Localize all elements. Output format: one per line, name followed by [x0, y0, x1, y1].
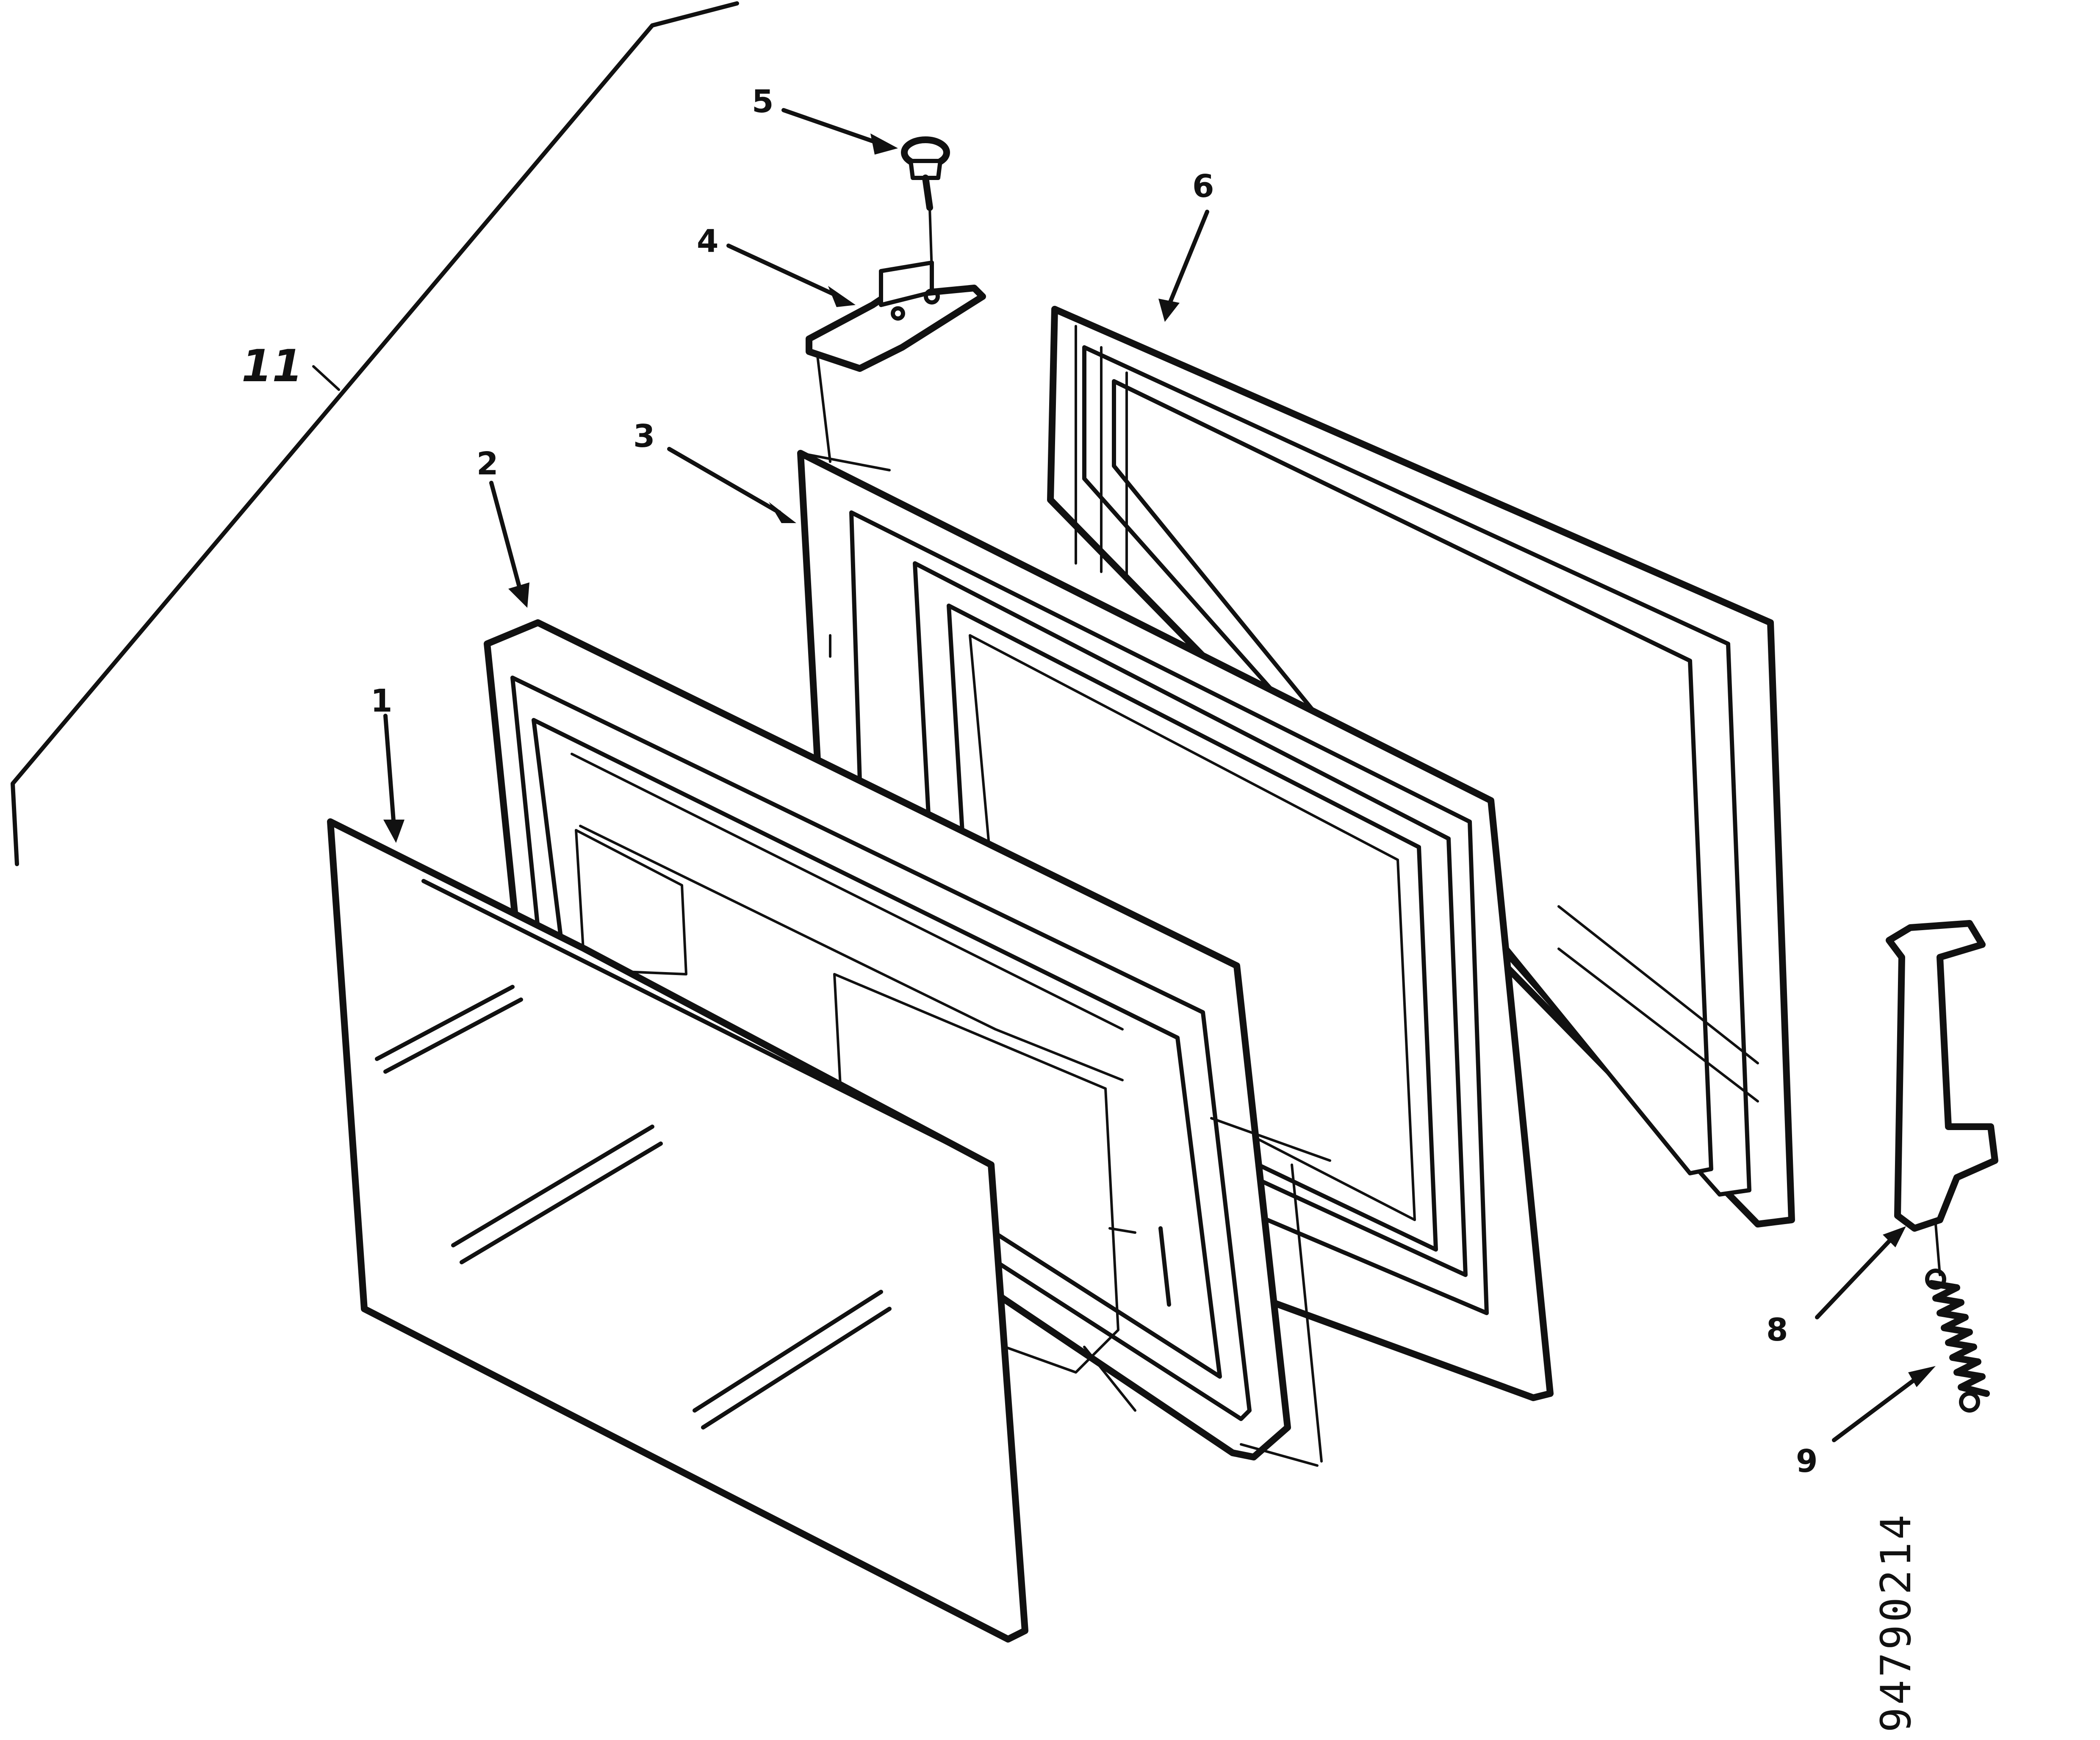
leader-2 [489, 481, 529, 608]
callout-6: 6 [1192, 168, 1214, 205]
part-9-spring [1925, 1269, 1990, 1413]
document-number: 94790214 [1872, 1512, 1920, 1732]
callout-1: 1 [371, 683, 393, 719]
callout-8: 8 [1766, 1312, 1788, 1348]
leader-9 [1832, 1366, 1936, 1442]
leader-1 [383, 714, 404, 843]
callout-4: 4 [697, 223, 719, 260]
callout-labels: 1 2 3 4 5 6 8 9 11 [241, 83, 1818, 1480]
part-5-screw [901, 136, 950, 272]
part-4-hinge [806, 260, 986, 463]
part-1-glass-panel [327, 818, 1028, 1643]
leader-8 [1815, 1226, 1906, 1319]
leader-5 [781, 108, 898, 155]
leader-4 [726, 244, 856, 307]
leader-6 [1158, 210, 1209, 322]
callout-3: 3 [633, 418, 655, 454]
leader-lines [383, 108, 1936, 1442]
glass-reflection [375, 985, 892, 1430]
callout-2: 2 [477, 446, 499, 482]
callout-5: 5 [752, 83, 774, 120]
callout-9: 9 [1796, 1443, 1818, 1480]
callout-11: 11 [241, 340, 303, 392]
leader-3 [667, 447, 796, 523]
part-8-latch-hook [1886, 920, 1998, 1276]
part-2-door-frame [484, 619, 1331, 1467]
assembly-bracket-11 [11, 1, 739, 866]
